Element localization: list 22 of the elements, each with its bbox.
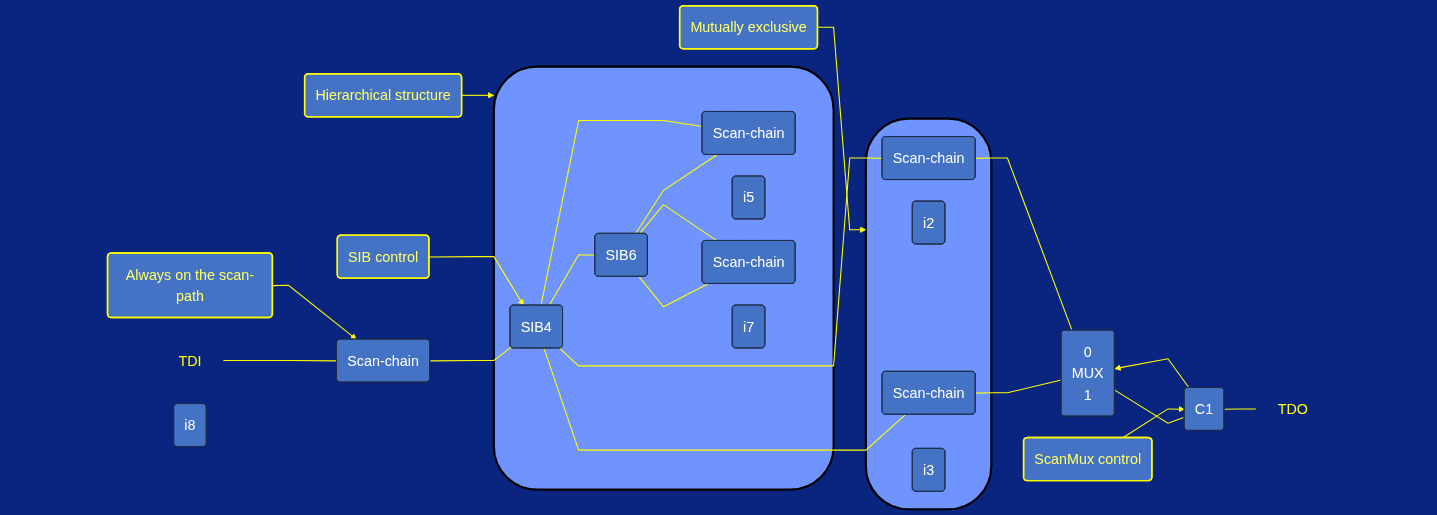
connector bbox=[429, 346, 512, 362]
connector bbox=[1223, 408, 1257, 410]
arrow bbox=[428, 256, 524, 306]
connector bbox=[635, 154, 718, 235]
arrow bbox=[1121, 406, 1185, 439]
connector bbox=[543, 347, 906, 451]
arrow bbox=[1114, 358, 1190, 389]
cluster bbox=[864, 117, 993, 511]
cluster bbox=[492, 65, 835, 491]
connector bbox=[559, 157, 883, 367]
connector bbox=[638, 276, 709, 308]
connector bbox=[975, 379, 1062, 394]
arrow bbox=[272, 284, 357, 340]
arrow bbox=[461, 92, 495, 99]
connector bbox=[540, 119, 703, 306]
connector bbox=[548, 254, 596, 306]
connector bbox=[1114, 389, 1185, 424]
node-text: TDO bbox=[1277, 401, 1308, 417]
connector bbox=[639, 203, 718, 242]
connector bbox=[975, 157, 1073, 331]
connector bbox=[222, 360, 338, 362]
node-text: TDI bbox=[178, 352, 202, 369]
